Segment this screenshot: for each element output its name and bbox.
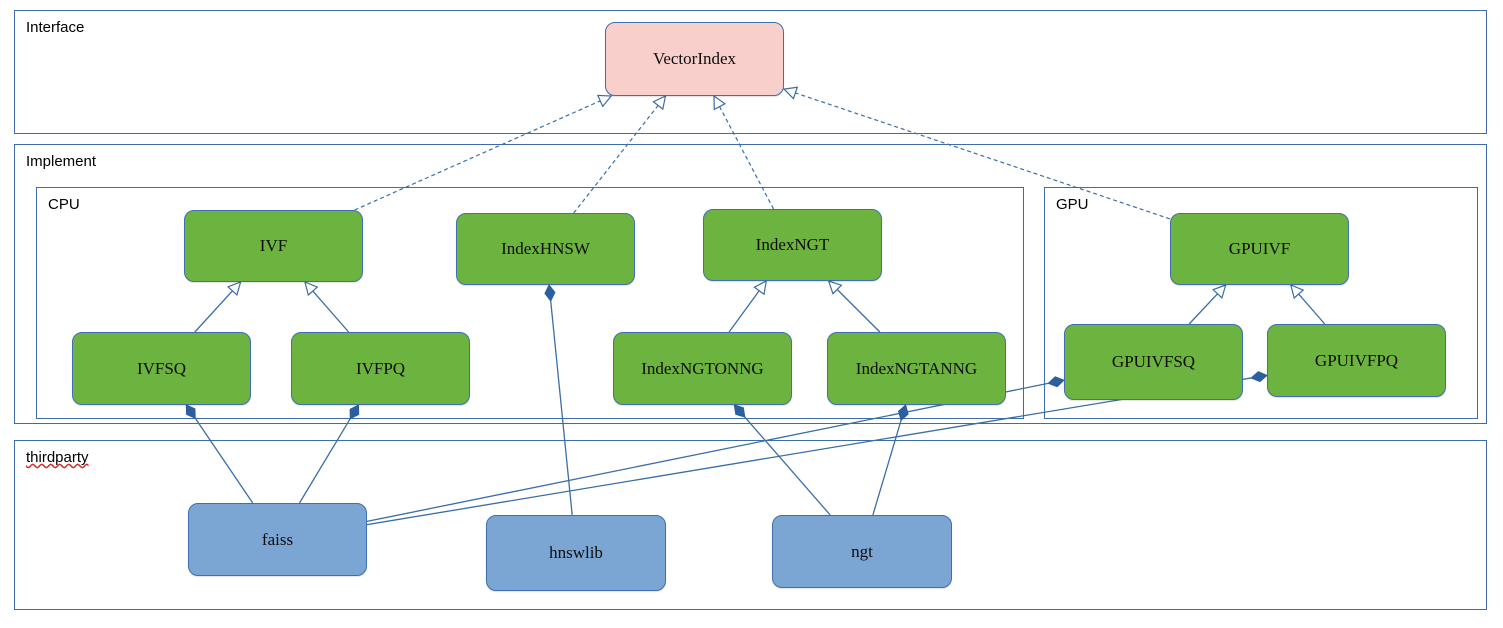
node-indexngtanng[interactable]: IndexNGTANNG bbox=[827, 332, 1006, 405]
node-indexngt[interactable]: IndexNGT bbox=[703, 209, 882, 281]
container-label-implement: Implement bbox=[26, 153, 97, 170]
node-label-vectorindex: VectorIndex bbox=[652, 49, 737, 68]
node-vectorindex[interactable]: VectorIndex bbox=[605, 22, 784, 96]
container-label-cpu: CPU bbox=[48, 196, 80, 213]
node-faiss[interactable]: faiss bbox=[188, 503, 367, 576]
node-label-gpuivfsq: GPUIVFSQ bbox=[1111, 352, 1196, 371]
node-indexngtonng[interactable]: IndexNGTONNG bbox=[613, 332, 792, 405]
node-label-indexhnsw: IndexHNSW bbox=[501, 239, 590, 258]
node-label-ngt: ngt bbox=[851, 541, 873, 561]
node-label-ivfsq: IVFSQ bbox=[136, 358, 187, 378]
node-label-hnswlib: hnswlib bbox=[549, 543, 603, 562]
node-label-faiss: faiss bbox=[261, 529, 294, 549]
container-label-interface: Interface bbox=[26, 19, 85, 36]
node-label-ivfpq: IVFPQ bbox=[355, 358, 406, 378]
node-ivf[interactable]: IVF bbox=[184, 210, 363, 282]
node-label-ivf: IVF bbox=[259, 236, 288, 255]
node-gpuivfsq[interactable]: GPUIVFSQ bbox=[1064, 324, 1243, 400]
node-indexhnsw[interactable]: IndexHNSW bbox=[456, 213, 635, 285]
node-label-indexngtonng: IndexNGTONNG bbox=[641, 358, 764, 378]
container-label-thirdparty: thirdparty bbox=[26, 449, 89, 466]
node-label-gpuivfpq: GPUIVFPQ bbox=[1314, 350, 1399, 370]
node-ngt[interactable]: ngt bbox=[772, 515, 952, 588]
container-label-gpu: GPU bbox=[1056, 196, 1089, 213]
node-ivfsq[interactable]: IVFSQ bbox=[72, 332, 251, 405]
node-gpuivf[interactable]: GPUIVF bbox=[1170, 213, 1349, 285]
node-label-indexngt: IndexNGT bbox=[755, 235, 830, 254]
node-hnswlib[interactable]: hnswlib bbox=[486, 515, 666, 591]
node-label-indexngtanng: IndexNGTANNG bbox=[855, 358, 978, 378]
node-ivfpq[interactable]: IVFPQ bbox=[291, 332, 470, 405]
node-gpuivfpq[interactable]: GPUIVFPQ bbox=[1267, 324, 1446, 397]
node-label-gpuivf: GPUIVF bbox=[1228, 239, 1291, 258]
